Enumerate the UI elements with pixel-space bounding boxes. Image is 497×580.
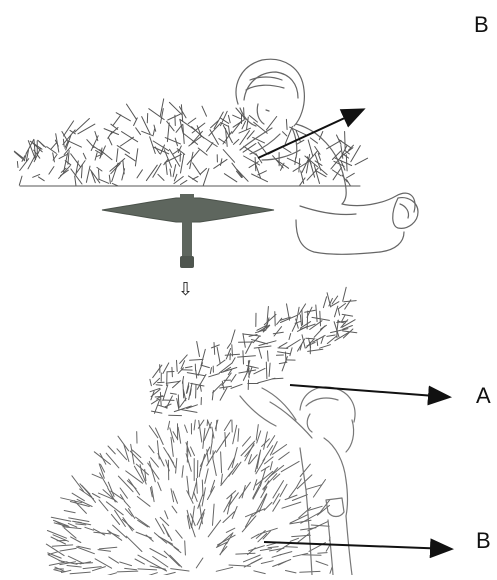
tree-stand-drawing (102, 194, 274, 268)
label-a: A (476, 385, 491, 407)
label-b-top: B (474, 14, 489, 36)
down-arrow-icon: ⇩ (178, 281, 193, 299)
upper-tree-section-drawing (150, 287, 357, 415)
bottom-scene (46, 287, 450, 575)
bottom-tree-section-drawing (14, 99, 367, 186)
pointer-arrow-b-bottom (264, 542, 450, 549)
label-b-bottom: B (476, 530, 491, 552)
lower-tree-section-drawing (46, 420, 332, 575)
top-scene (14, 59, 418, 268)
woman-kneeling-drawing (236, 59, 418, 254)
pointer-arrow-b-top (258, 110, 362, 158)
pointer-arrow-a (290, 385, 448, 397)
